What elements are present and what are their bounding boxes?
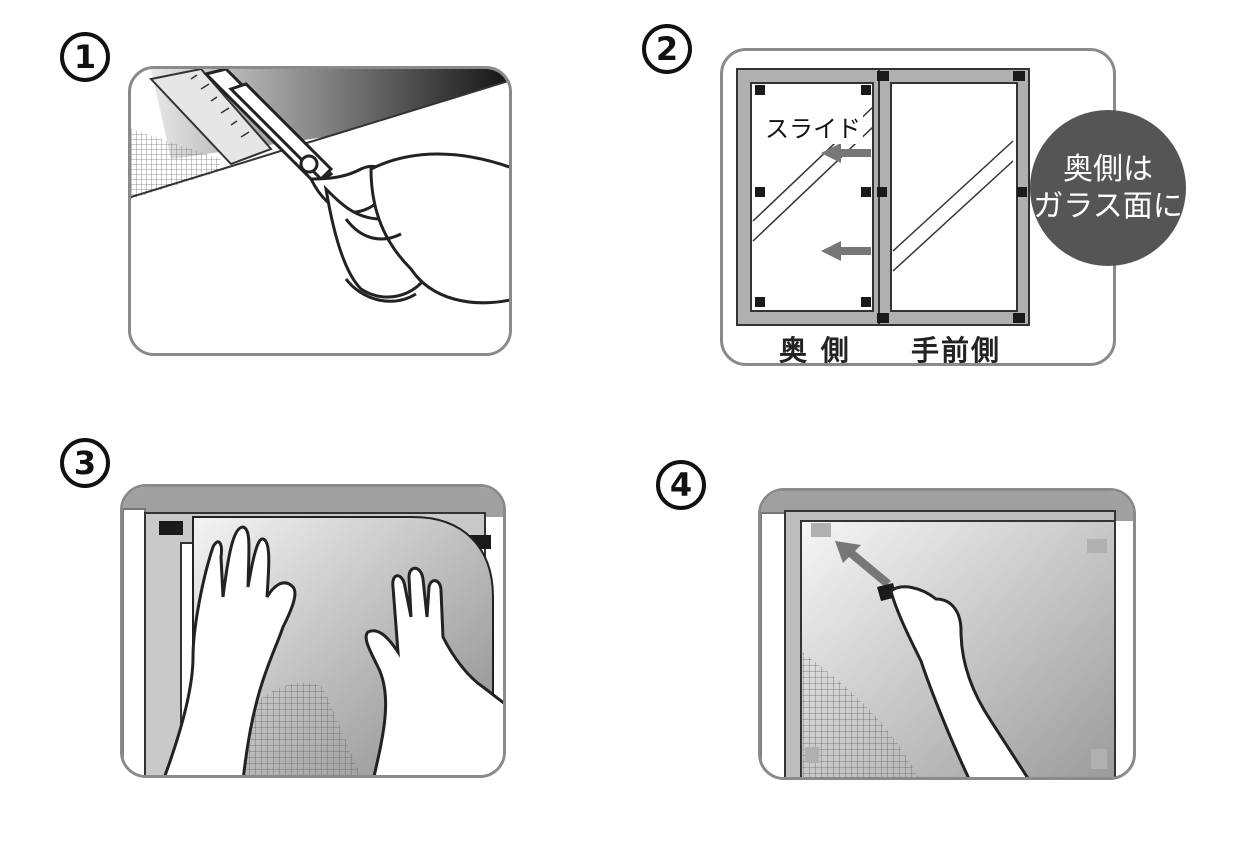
panel-step-1 xyxy=(128,66,512,356)
arrow-left-icon xyxy=(821,143,871,261)
mesh-icon xyxy=(801,651,918,777)
hand-icon xyxy=(163,525,503,775)
back-side-label: 奥 側 xyxy=(779,334,851,366)
step-number-3: 3 xyxy=(60,438,110,488)
hand-icon xyxy=(889,585,1029,777)
badge-line-1: 奥側は xyxy=(1063,151,1153,187)
scissors-icon xyxy=(203,69,433,299)
step-number-2: 2 xyxy=(642,24,692,74)
step-number-1: 1 xyxy=(60,32,110,82)
panel-step-4 xyxy=(758,488,1136,780)
glass-side-badge: 奥側は ガラス面に xyxy=(1030,110,1186,266)
panel-step-3 xyxy=(120,484,506,778)
tape-pads xyxy=(755,71,1027,323)
press-film-illustration xyxy=(761,491,1133,777)
hand-icon xyxy=(344,152,509,305)
front-sash xyxy=(878,68,1030,326)
front-side-label: 手前側 xyxy=(911,334,1002,366)
tape-pads xyxy=(805,523,1107,769)
panel-step-2: スライド 奥 側 手前側 xyxy=(720,48,1116,366)
ruler-icon xyxy=(149,69,273,166)
slide-label: スライド xyxy=(763,109,863,144)
badge-line-2: ガラス面に xyxy=(1033,189,1183,224)
step-number-4: 4 xyxy=(656,460,706,510)
apply-film-illustration xyxy=(123,487,503,775)
cutting-illustration xyxy=(131,69,509,353)
